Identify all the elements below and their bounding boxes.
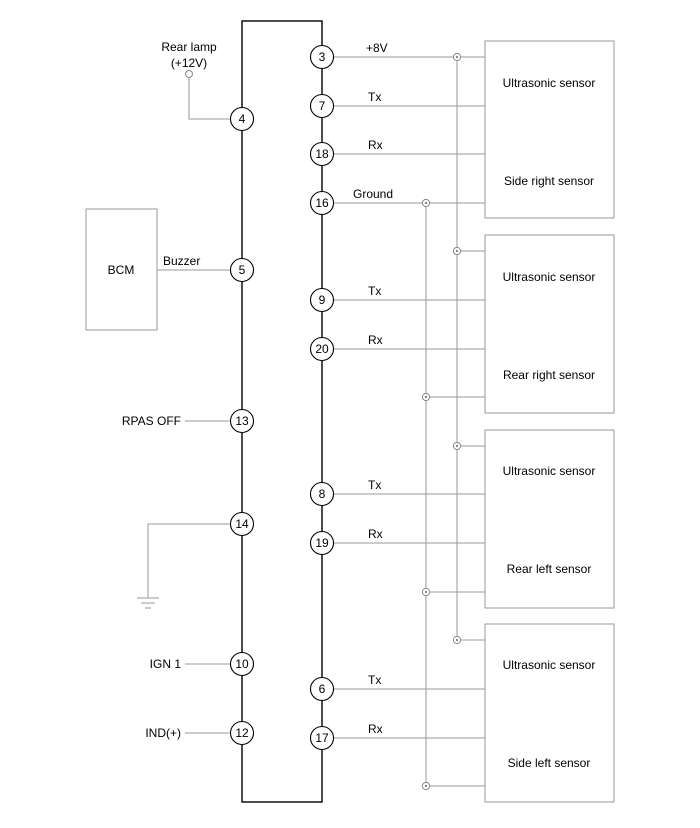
pin-number: 20 (315, 342, 329, 356)
pin-18: 18 Rx (309, 138, 383, 167)
pin-4: 4 (229, 106, 255, 132)
junction-dot-icon (421, 587, 431, 597)
pin-label-tx: Tx (368, 90, 381, 104)
junction-dot-icon (452, 52, 462, 62)
sensor-box (484, 40, 615, 219)
pin-19: 19 Rx (309, 527, 383, 556)
control-unit-body (241, 20, 323, 803)
pin-label-rx: Rx (368, 333, 383, 347)
pin-label-rx: Rx (368, 138, 383, 152)
junctions (421, 52, 462, 791)
pins-right: 3 +8V 7 Tx 18 Rx 16 Ground 9 Tx 20 Rx (309, 41, 393, 751)
pin-label-ind: IND(+) (145, 726, 181, 740)
pin-number: 9 (319, 293, 326, 307)
pin-20: 20 Rx (309, 333, 383, 362)
pin-label-ign1: IGN 1 (150, 657, 182, 671)
chassis-ground-icon (137, 597, 159, 609)
pin-number: 16 (315, 196, 329, 210)
pin-number: 17 (315, 731, 329, 745)
pin-number: 14 (235, 517, 249, 531)
sensor-bottom-label: Rear right sensor (503, 368, 595, 382)
pin-label-rx: Rx (368, 527, 383, 541)
pin-number: 8 (319, 487, 326, 501)
pin-label-rx: Rx (368, 722, 383, 736)
sensor-top-label: Ultrasonic sensor (503, 270, 596, 284)
sensor-side-right: Ultrasonic sensor Side right sensor (484, 40, 615, 219)
pin-5: 5 Buzzer (163, 254, 255, 283)
pin-16: 16 Ground (309, 187, 393, 216)
sensor-box (484, 429, 615, 609)
pin-number: 19 (315, 536, 329, 550)
rear-lamp-label: Rear lamp (161, 40, 217, 54)
pin-number: 3 (319, 50, 326, 64)
pin-number: 6 (319, 682, 326, 696)
bcm-module: BCM (85, 208, 158, 331)
sensor-bottom-label: Side right sensor (504, 174, 594, 188)
junction-dot-icon (452, 635, 462, 645)
junction-dot-icon (452, 246, 462, 256)
bcm-label: BCM (108, 263, 135, 277)
sensor-rear-right: Ultrasonic sensor Rear right sensor (484, 234, 615, 414)
sensor-bottom-label: Side left sensor (508, 756, 591, 770)
junction-dot-icon (421, 781, 431, 791)
pin-label-ground: Ground (353, 187, 393, 201)
sensor-top-label: Ultrasonic sensor (503, 464, 596, 478)
pin-number: 18 (315, 147, 329, 161)
pin-label-rpas-off: RPAS OFF (122, 414, 181, 428)
pin-number: 4 (239, 112, 246, 126)
sensor-box (484, 623, 615, 803)
rear-lamp-terminal-icon (185, 70, 193, 78)
pin-3: 3 +8V (309, 41, 388, 70)
pin-label-tx: Tx (368, 673, 381, 687)
wire-rear-lamp (188, 78, 242, 120)
pin-8: 8 Tx (309, 478, 381, 507)
pin-number: 7 (319, 99, 326, 113)
wire-chassis-ground (147, 523, 242, 598)
junction-dot-icon (421, 392, 431, 402)
rear-lamp-voltage-label: (+12V) (171, 56, 207, 70)
pin-number: 12 (235, 726, 249, 740)
sensor-top-label: Ultrasonic sensor (503, 76, 596, 90)
pin-label-tx: Tx (368, 284, 381, 298)
pin-number: 10 (235, 657, 249, 671)
pin-number: 5 (239, 263, 246, 277)
sensor-rear-left: Ultrasonic sensor Rear left sensor (484, 429, 615, 609)
pin-13: 13 RPAS OFF (122, 408, 255, 434)
pin-12: 12 IND(+) (145, 720, 255, 746)
sensor-top-label: Ultrasonic sensor (503, 658, 596, 672)
pin-7: 7 Tx (309, 90, 381, 119)
sensor-bottom-label: Rear left sensor (507, 562, 592, 576)
pin-14: 14 (229, 511, 255, 537)
pin-label-tx: Tx (368, 478, 381, 492)
pin-6: 6 Tx (309, 673, 381, 702)
junction-dot-icon (421, 198, 431, 208)
bcm-box (85, 208, 158, 331)
sensor-side-left: Ultrasonic sensor Side left sensor (484, 623, 615, 803)
rear-lamp-source: Rear lamp (+12V) (161, 40, 217, 78)
pin-number: 13 (235, 414, 249, 428)
sensor-box (484, 234, 615, 414)
pin-10: 10 IGN 1 (150, 651, 255, 677)
pin-label-8v: +8V (366, 41, 388, 55)
pin-17: 17 Rx (309, 722, 383, 751)
pins-left: 4 5 Buzzer 13 RPAS OFF 14 10 IGN 1 12 IN… (122, 106, 255, 746)
pin-label-buzzer: Buzzer (163, 254, 200, 268)
junction-dot-icon (452, 441, 462, 451)
pin-9: 9 Tx (309, 284, 381, 313)
